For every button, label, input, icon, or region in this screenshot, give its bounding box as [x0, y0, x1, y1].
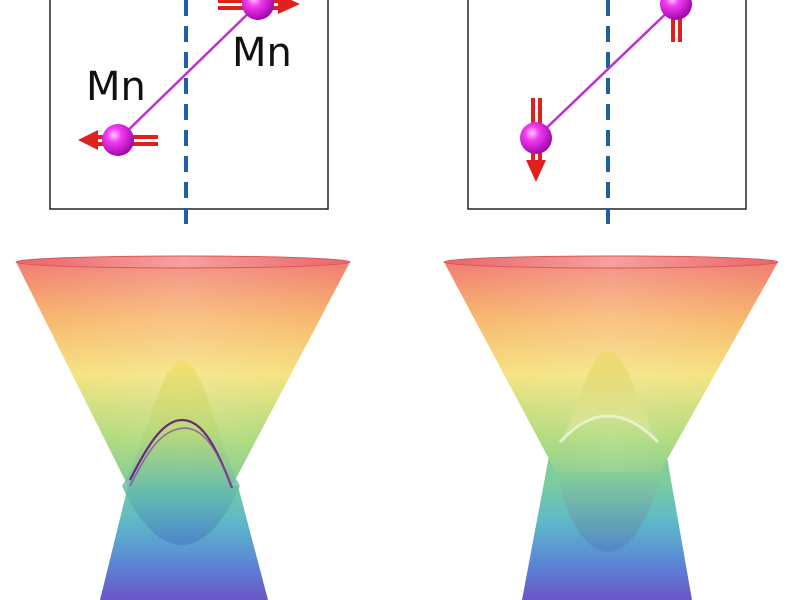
left-mn-label-lower: Mn — [86, 64, 146, 110]
left-bond — [117, 3, 259, 141]
right-panel — [467, 0, 747, 226]
right-mn-atom-lower — [520, 122, 552, 154]
left-mn-label-upper: Mn — [232, 30, 292, 76]
right-bond — [535, 3, 677, 139]
left-hinge-line-front — [129, 418, 234, 489]
right-gap-edge — [558, 414, 660, 444]
left-hinge-line-back — [129, 427, 233, 489]
left-mn-atom-upper — [242, 0, 274, 20]
right-band-structure — [443, 255, 779, 600]
left-band-structure — [15, 255, 351, 600]
right-upper-surface-band — [560, 352, 658, 442]
right-cone-rim — [443, 255, 779, 269]
right-spin-arrow-upper — [671, 0, 682, 42]
right-mn-atom-upper — [660, 0, 692, 20]
left-frame — [49, 0, 329, 210]
left-mn-atom-lower — [102, 124, 134, 156]
left-surface-band — [122, 360, 240, 545]
left-panel: Mn Mn — [49, 0, 329, 226]
left-cone-rim — [15, 255, 351, 269]
